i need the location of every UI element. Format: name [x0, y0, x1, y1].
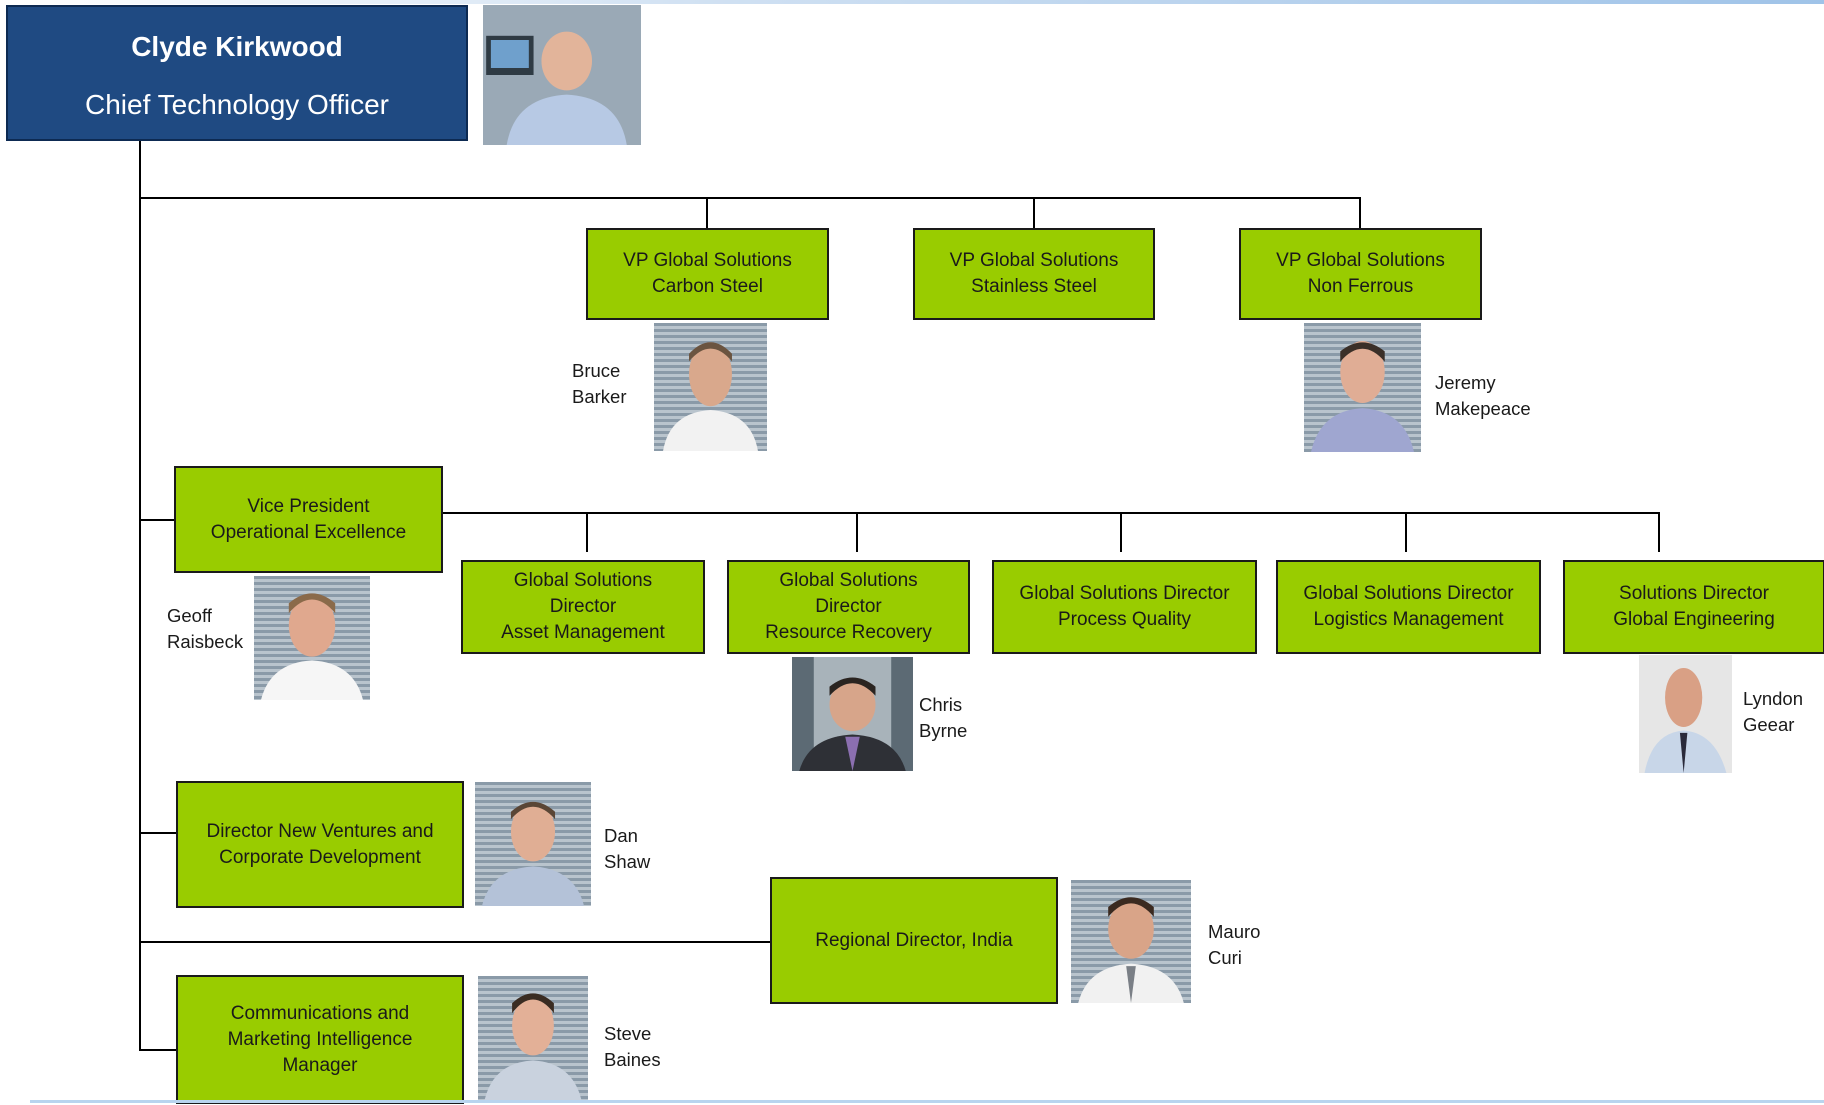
- connector-vp-bus: [139, 197, 1361, 199]
- vp-carbon-steel-line2: Carbon Steel: [652, 276, 763, 297]
- top-accent-bar: [0, 0, 1824, 4]
- photo-makepeace: [1304, 323, 1421, 452]
- photo-barker: [654, 323, 767, 451]
- vp-ops-line2: Operational Excellence: [210, 521, 407, 543]
- ceo-box: Clyde Kirkwood Chief Technology Officer: [6, 5, 468, 141]
- vp-non-ferrous-box: VP Global Solutions Non Ferrous: [1239, 228, 1482, 320]
- director-process-quality-box: Global Solutions Director Process Qualit…: [992, 560, 1257, 654]
- connector-trunk: [139, 141, 141, 1051]
- connector-vp1: [706, 197, 708, 228]
- director-resource-recovery-box: Global Solutions Director Resource Recov…: [727, 560, 970, 654]
- vp-non-ferrous-line1: VP Global Solutions: [1276, 250, 1445, 271]
- photo-curi: [1071, 880, 1191, 1003]
- director-new-ventures-box: Director New Ventures and Corporate Deve…: [176, 781, 464, 908]
- bottom-accent-bar: [30, 1100, 1824, 1103]
- connector-comms: [139, 1049, 178, 1051]
- vp-carbon-steel-line1: VP Global Solutions: [623, 250, 792, 271]
- vp-operational-excellence-box: Vice President Operational Excellence: [174, 466, 443, 573]
- vp-carbon-steel-box: VP Global Solutions Carbon Steel: [586, 228, 829, 320]
- comms-marketing-manager-box: Communications and Marketing Intelligenc…: [176, 975, 464, 1104]
- regional-director-india-box: Regional Director, India: [770, 877, 1058, 1004]
- director-asset-management-box: Global Solutions Director Asset Manageme…: [461, 560, 705, 654]
- connector-ops-r4: [1405, 512, 1407, 552]
- vp-non-ferrous-line2: Non Ferrous: [1307, 276, 1414, 297]
- connector-ops-r1: [586, 512, 588, 552]
- vp-stainless-steel-line2: Stainless Steel: [971, 276, 1097, 297]
- photo-raisbeck: [254, 576, 370, 700]
- ceo-title: Chief Technology Officer: [84, 89, 390, 120]
- director-global-engineering-box: Solutions Director Global Engineering: [1563, 560, 1824, 654]
- ceo-photo: [483, 5, 641, 145]
- connector-ops: [139, 519, 176, 521]
- photo-baines: [478, 976, 588, 1100]
- connector-india: [139, 941, 772, 943]
- connector-ops-r5: [1658, 512, 1660, 552]
- photo-shaw: [475, 782, 591, 906]
- vp-stainless-steel-box: VP Global Solutions Stainless Steel: [913, 228, 1155, 320]
- ceo-name: Clyde Kirkwood: [131, 31, 343, 62]
- connector-vp2: [1033, 197, 1035, 228]
- vp-stainless-steel-line1: VP Global Solutions: [949, 250, 1119, 271]
- connector-ops-bus: [442, 512, 1660, 514]
- connector-new-ventures: [139, 832, 178, 834]
- photo-byrne: [792, 657, 913, 771]
- connector-vp3: [1359, 197, 1361, 228]
- director-logistics-management-box: Global Solutions Director Logistics Mana…: [1276, 560, 1541, 654]
- vp-ops-line1: Vice President: [247, 495, 370, 517]
- photo-geear: [1639, 655, 1732, 773]
- connector-ops-r2: [856, 512, 858, 552]
- connector-ops-r3: [1120, 512, 1122, 552]
